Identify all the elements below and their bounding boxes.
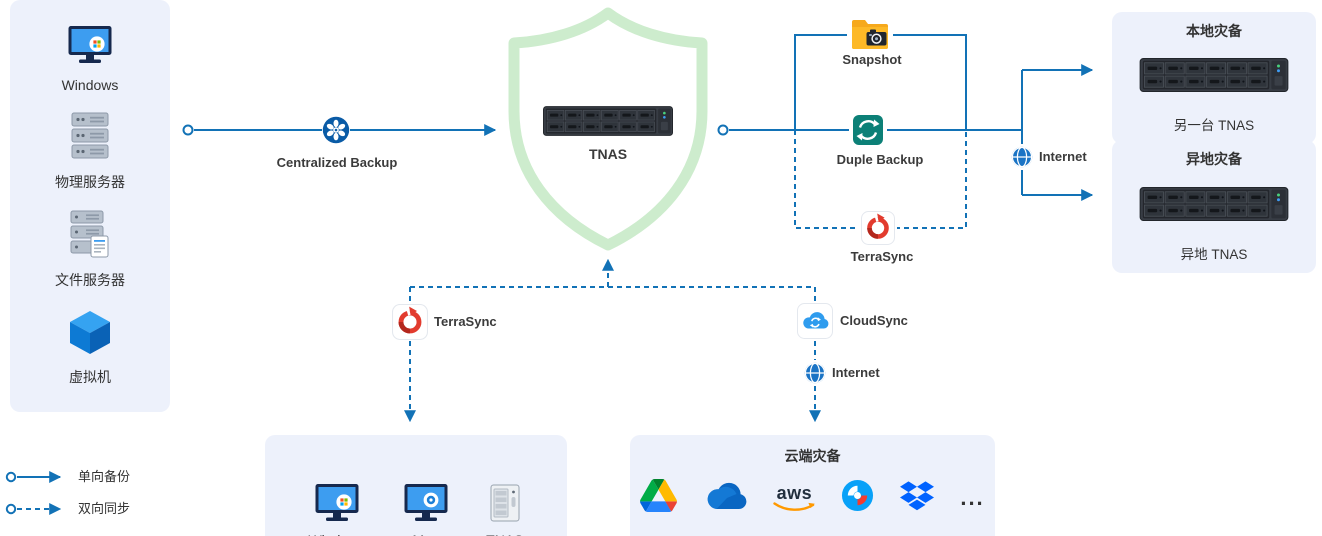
tnas-rack-image <box>1139 187 1289 226</box>
tnas-label: TNAS <box>588 146 628 162</box>
offsite-recovery-box: 异地灾备 异地 TNAS <box>1112 140 1316 273</box>
onedrive-icon <box>703 481 747 515</box>
tnas-rack-image <box>543 106 673 141</box>
aws-logo-text: aws <box>776 482 813 503</box>
client-windows: Windows <box>308 479 365 536</box>
local-recovery-box: 本地灾备 另一台 TNAS <box>1112 12 1316 144</box>
cloud-recovery-box: 云端灾备 aws <box>630 435 995 536</box>
client-mac: Mac <box>403 479 449 536</box>
tnas-rack-image <box>1139 58 1289 97</box>
dropbox-icon <box>900 480 935 516</box>
virtual-machine-icon <box>68 309 112 360</box>
internet-right-label: Internet <box>1039 149 1087 164</box>
legend-one-way-label: 单向备份 <box>78 469 131 484</box>
local-recovery-title: 本地灾备 <box>1186 23 1242 39</box>
snapshot-icon <box>847 14 893 54</box>
sync-clients-box: Windows Mac <box>265 435 567 536</box>
baidu-netdisk-icon <box>841 479 874 517</box>
more-providers-ellipsis: ... <box>960 485 985 510</box>
source-physical-server: 物理服务器 <box>55 112 125 192</box>
source-file-server: 文件服务器 <box>55 210 125 290</box>
cloud-providers-row: aws <box>640 479 984 517</box>
cloud-recovery-title: 云端灾备 <box>784 448 841 464</box>
source-label: 物理服务器 <box>55 173 125 190</box>
aws-icon: aws <box>773 482 816 513</box>
duple-backup-label: Duple Backup <box>836 152 924 167</box>
mac-icon <box>403 479 449 523</box>
source-label: Windows <box>61 76 119 93</box>
terrasync-bottom-label: TerraSync <box>434 314 497 329</box>
client-tnas: TNAS <box>486 479 524 536</box>
internet-icon <box>1009 144 1035 170</box>
local-recovery-caption: 另一台 TNAS <box>1173 118 1255 133</box>
google-drive-icon <box>640 479 678 517</box>
legend-two-way-label: 双向同步 <box>78 501 131 516</box>
tnas-tower-icon <box>490 479 520 523</box>
terrasync-icon <box>859 209 897 247</box>
file-server-icon <box>69 210 111 263</box>
windows-pc-icon <box>67 25 113 70</box>
internet-icon <box>802 360 828 386</box>
snapshot-label: Snapshot <box>842 52 902 67</box>
sources-panel: Windows 物理服务器 文件服务器 <box>10 0 170 412</box>
terrasync-right-label: TerraSync <box>850 249 914 264</box>
internet-bottom-label: Internet <box>832 365 880 380</box>
source-virtual-machine: 虚拟机 <box>68 309 112 387</box>
windows-pc-icon <box>314 479 360 523</box>
client-label: Mac <box>412 532 438 536</box>
offsite-recovery-title: 异地灾备 <box>1186 151 1242 167</box>
source-label: 虚拟机 <box>69 369 111 386</box>
client-label: TNAS <box>486 532 523 536</box>
centralized-backup-label: Centralized Backup <box>276 155 398 170</box>
source-label: 文件服务器 <box>55 272 125 289</box>
offsite-recovery-caption: 异地 TNAS <box>1180 247 1248 262</box>
physical-server-icon <box>70 112 110 165</box>
cloudsync-label: CloudSync <box>840 313 908 328</box>
centralized-backup-icon <box>322 116 350 144</box>
terrasync-icon <box>392 304 428 340</box>
client-label: Windows <box>308 532 365 536</box>
source-windows: Windows <box>61 25 119 93</box>
duple-backup-icon <box>849 111 887 149</box>
cloudsync-icon <box>797 303 833 339</box>
